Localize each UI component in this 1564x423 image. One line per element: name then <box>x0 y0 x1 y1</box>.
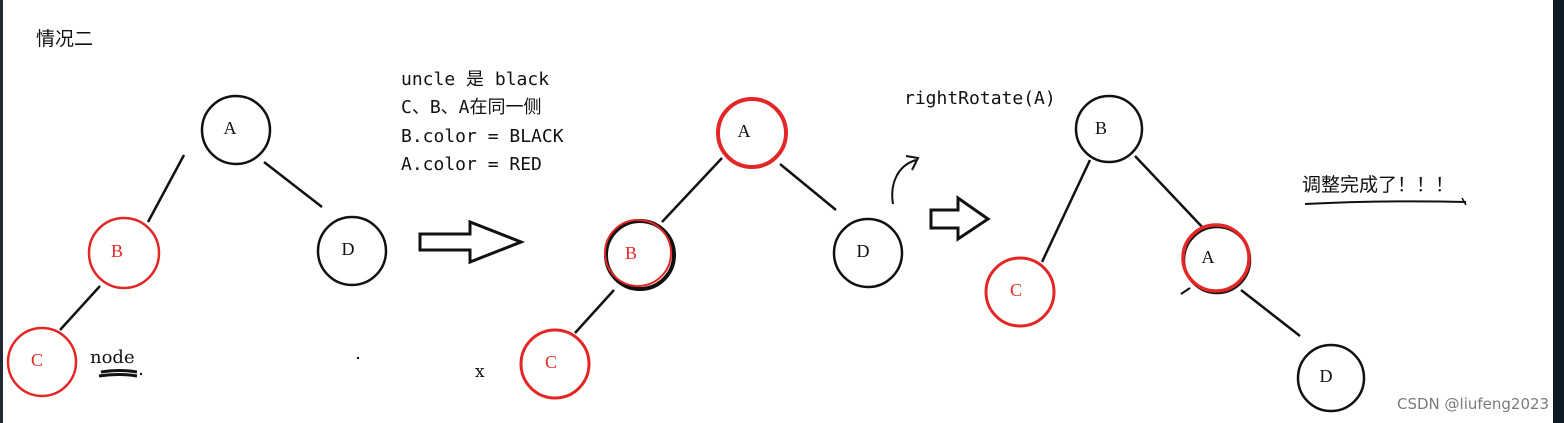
edge-stub <box>1180 287 1191 295</box>
tree-1: A B D C <box>6 94 388 398</box>
tree3-node-c-label: C <box>1010 280 1022 300</box>
tree3-node-b-label: B <box>1095 118 1107 138</box>
x-label: x <box>475 362 485 382</box>
tree2-node-a: A <box>716 97 788 169</box>
tree2-node-b: B <box>604 219 676 291</box>
tree1-node-d-label: D <box>342 239 355 259</box>
note-line-uncle: uncle 是 black <box>401 69 550 90</box>
scribble-underline <box>98 369 138 378</box>
watermark: CSDN @liufeng2023 <box>1397 395 1550 413</box>
tree-2: A B D C <box>519 97 904 400</box>
edge-b-c <box>1040 159 1092 263</box>
tree1-node-c-label: C <box>31 350 43 370</box>
tree1-node-a-label: A <box>224 118 237 138</box>
tree-3: B C A D <box>984 94 1366 413</box>
tree1-node-d: D <box>316 215 388 287</box>
page-title: 情况二 <box>36 28 94 50</box>
tree1-node-b: B <box>87 216 161 290</box>
note-line-b-color: B.color = BLACK <box>401 126 564 147</box>
edge-b-c <box>574 289 615 334</box>
tree3-node-a-label: A <box>1202 247 1215 267</box>
tree3-node-d-label: D <box>1320 366 1333 386</box>
tree2-node-b-label: B <box>625 243 637 263</box>
arrow-right-2 <box>929 195 991 242</box>
tree2-node-c: C <box>519 328 591 400</box>
edge-a-d <box>263 161 323 208</box>
tree2-node-d: D <box>832 217 904 289</box>
edge-b-c <box>59 285 101 331</box>
edge-a-b <box>146 154 186 223</box>
done-underline <box>1304 200 1467 205</box>
edge-a-d <box>779 163 837 211</box>
tree2-node-d-label: D <box>857 241 870 261</box>
dot-mark <box>139 372 143 376</box>
tree2-node-c-label: C <box>545 352 557 372</box>
edge-a-b <box>661 157 723 223</box>
tree3-node-a: A <box>1181 223 1252 295</box>
node-label: node <box>90 347 135 368</box>
dot-mark-2 <box>356 356 360 360</box>
edge-b-a <box>1134 155 1206 231</box>
tree2-node-a-label: A <box>738 121 751 141</box>
tree1-node-a: A <box>200 94 272 166</box>
tree3-node-d: D <box>1296 343 1366 413</box>
rotate-label: rightRotate(A) <box>904 88 1056 109</box>
arrow-right-1 <box>418 219 526 265</box>
curved-arrow-head-icon <box>905 155 920 171</box>
edge-a-d <box>1240 289 1301 337</box>
done-underline-tick <box>1461 197 1467 206</box>
note-line-same-side: C、B、A在同一侧 <box>401 97 542 118</box>
right-border <box>1553 0 1564 423</box>
tree1-node-c: C <box>6 326 78 398</box>
tree1-node-b-label: B <box>111 241 123 261</box>
done-label: 调整完成了！！！ <box>1302 174 1455 196</box>
tree3-node-c: C <box>984 256 1056 328</box>
tree3-node-b: B <box>1074 94 1144 164</box>
left-border <box>0 0 3 423</box>
curved-arrow-icon <box>891 159 917 205</box>
note-line-a-color: A.color = RED <box>401 154 542 175</box>
